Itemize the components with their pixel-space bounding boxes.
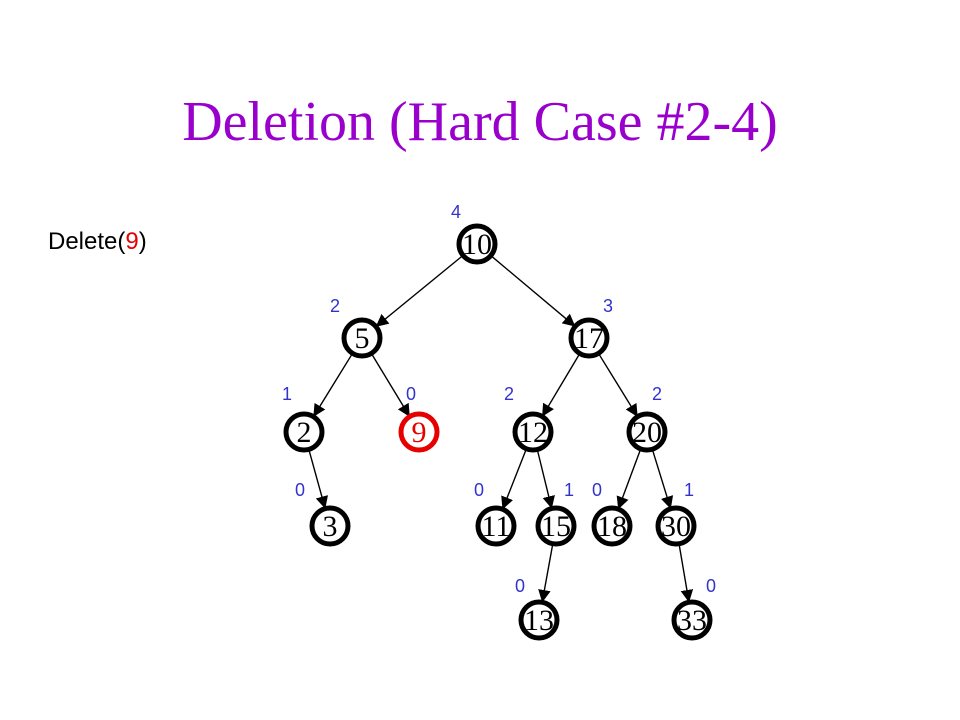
operation-open-paren: ( [117, 228, 126, 255]
node-height-30: 1 [684, 480, 694, 500]
edge-n20-n30 [651, 448, 674, 510]
operation-argument: 9 [125, 228, 139, 255]
edge-n5-n2 [313, 352, 354, 417]
node-height-15: 1 [564, 480, 574, 500]
edge-n2-n3 [308, 449, 328, 509]
tree-node-11: 11 [475, 505, 517, 547]
node-key: 2 [297, 416, 312, 449]
node-circle [309, 505, 351, 547]
node-key: 15 [541, 510, 571, 543]
node-height-5: 2 [330, 296, 340, 316]
edge-n10-n5 [375, 254, 464, 327]
node-circle [341, 317, 383, 359]
tree-node-17: 17 [568, 317, 610, 359]
edge-n17-n20 [597, 352, 638, 417]
node-height-12: 2 [504, 384, 514, 404]
tree-node-12: 12 [512, 411, 554, 453]
tree-node-33: 33 [671, 599, 713, 641]
node-height-11: 0 [474, 480, 484, 500]
node-height-13: 0 [515, 576, 525, 596]
node-circle [475, 505, 517, 547]
node-circle [518, 599, 560, 641]
node-key: 3 [323, 510, 338, 543]
tree-node-10: 10 [456, 223, 498, 265]
tree-node-20: 20 [626, 411, 668, 453]
operation-close-paren: ) [138, 228, 147, 255]
node-height-2: 1 [282, 384, 292, 404]
node-key: 13 [524, 604, 554, 637]
tree-node-5: 5 [341, 317, 383, 359]
slide-title: Deletion (Hard Case #2-4) [182, 91, 778, 153]
node-height-17: 3 [603, 296, 613, 316]
node-circle [591, 505, 633, 547]
node-circle [655, 505, 697, 547]
edge-n12-n11 [501, 448, 528, 510]
tree-node-18: 18 [591, 505, 633, 547]
operation-label: Delete(9) [48, 228, 147, 256]
node-circle [398, 411, 440, 453]
node-circle [626, 411, 668, 453]
node-height-3: 0 [295, 480, 305, 500]
node-circle [568, 317, 610, 359]
operation-name: Delete [48, 228, 118, 255]
node-height-10: 4 [451, 202, 461, 222]
node-key: 10 [462, 228, 492, 261]
edge-n5-n9 [370, 353, 410, 417]
tree-node-2: 2 [283, 411, 325, 453]
edge-n17-n12 [542, 353, 581, 417]
edge-n30-n33 [678, 543, 694, 603]
edge-n15-n13 [538, 543, 554, 603]
tree-node-13: 13 [518, 599, 560, 641]
node-key: 18 [597, 510, 627, 543]
node-key: 30 [661, 510, 691, 543]
node-height-18: 0 [592, 480, 602, 500]
node-circle [456, 223, 498, 265]
edge-n10-n17 [490, 255, 576, 327]
node-key: 33 [677, 604, 707, 637]
edge-n20-n18 [616, 448, 642, 510]
tree-edges [308, 254, 694, 603]
node-key: 9 [412, 416, 427, 449]
node-circle [512, 411, 554, 453]
node-key: 12 [518, 416, 548, 449]
node-circle [535, 505, 577, 547]
tree-node-30: 30 [655, 505, 697, 547]
node-circle [671, 599, 713, 641]
node-key: 20 [632, 416, 662, 449]
node-height-20: 2 [652, 384, 662, 404]
node-key: 11 [482, 510, 511, 543]
node-key: 17 [574, 322, 604, 355]
tree-node-9: 9 [398, 411, 440, 453]
node-height-33: 0 [706, 576, 716, 596]
tree-node-3: 3 [309, 505, 351, 547]
tree-node-15: 15 [535, 505, 577, 547]
node-key: 5 [355, 322, 370, 355]
node-circle [283, 411, 325, 453]
edge-n12-n15 [536, 449, 555, 509]
node-height-9: 0 [406, 384, 416, 404]
